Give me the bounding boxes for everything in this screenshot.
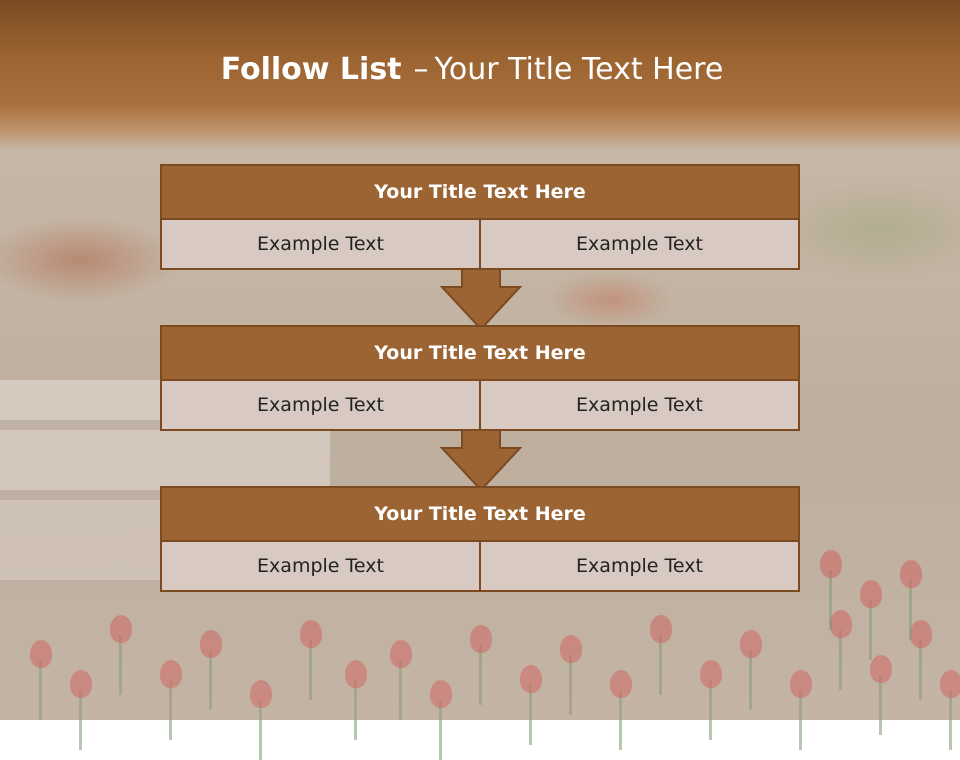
tulip-stem bbox=[709, 680, 712, 740]
tulip-flower bbox=[860, 580, 882, 608]
follow-block-2: Your Title Text Here Example Text Exampl… bbox=[160, 325, 800, 431]
tulip-field-decor bbox=[0, 520, 960, 760]
tulip-flower bbox=[520, 665, 542, 693]
tulip-flower bbox=[160, 660, 182, 688]
tulip-flower bbox=[110, 615, 132, 643]
tulip-stem bbox=[39, 660, 42, 720]
tulip-flower bbox=[820, 550, 842, 578]
block-cell-left: Example Text bbox=[160, 542, 481, 592]
tulip-flower bbox=[200, 630, 222, 658]
tulip-stem bbox=[209, 650, 212, 710]
block-cell-left: Example Text bbox=[160, 220, 481, 270]
follow-block-3: Your Title Text Here Example Text Exampl… bbox=[160, 486, 800, 592]
tulip-stem bbox=[909, 580, 912, 640]
tulip-flower bbox=[300, 620, 322, 648]
tulip-stem bbox=[659, 635, 662, 695]
tulip-stem bbox=[399, 660, 402, 720]
tulip-flower bbox=[470, 625, 492, 653]
tulip-stem bbox=[354, 680, 357, 740]
block-title: Your Title Text Here bbox=[160, 164, 800, 220]
title-bold: Follow List bbox=[220, 52, 402, 87]
down-arrow-icon bbox=[440, 430, 522, 492]
tulip-stem bbox=[169, 680, 172, 740]
block-cell-right: Example Text bbox=[481, 381, 800, 431]
block-row: Example Text Example Text bbox=[160, 542, 800, 592]
tulip-flower bbox=[430, 680, 452, 708]
title-rest: Your Title Text Here bbox=[434, 52, 724, 87]
tulip-flower bbox=[740, 630, 762, 658]
follow-block-1: Your Title Text Here Example Text Exampl… bbox=[160, 164, 800, 270]
tulip-flower bbox=[250, 680, 272, 708]
down-arrow-icon bbox=[440, 269, 522, 331]
tulip-flower bbox=[870, 655, 892, 683]
tulip-flower bbox=[830, 610, 852, 638]
tulip-flower bbox=[70, 670, 92, 698]
block-cell-right: Example Text bbox=[481, 542, 800, 592]
tulip-stem bbox=[829, 570, 832, 630]
block-row: Example Text Example Text bbox=[160, 381, 800, 431]
tulip-flower bbox=[560, 635, 582, 663]
tulip-flower bbox=[610, 670, 632, 698]
header-band bbox=[0, 0, 960, 150]
tulip-stem bbox=[119, 635, 122, 695]
block-title: Your Title Text Here bbox=[160, 325, 800, 381]
tulip-stem bbox=[479, 645, 482, 705]
tulip-stem bbox=[839, 630, 842, 690]
tulip-stem bbox=[919, 640, 922, 700]
tulip-flower bbox=[900, 560, 922, 588]
tulip-flower bbox=[940, 670, 960, 698]
tulip-flower bbox=[910, 620, 932, 648]
tulip-flower bbox=[390, 640, 412, 668]
title-dash: – bbox=[413, 52, 429, 87]
tulip-flower bbox=[345, 660, 367, 688]
tulip-stem bbox=[529, 685, 532, 745]
tulip-flower bbox=[30, 640, 52, 668]
tulip-stem bbox=[749, 650, 752, 710]
tulip-stem bbox=[879, 675, 882, 735]
block-title: Your Title Text Here bbox=[160, 486, 800, 542]
tulip-stem bbox=[569, 655, 572, 715]
slide-title: Follow List–Your Title Text Here bbox=[0, 52, 944, 87]
block-cell-right: Example Text bbox=[481, 220, 800, 270]
tulip-stem bbox=[309, 640, 312, 700]
tulip-stem bbox=[869, 600, 872, 660]
block-cell-left: Example Text bbox=[160, 381, 481, 431]
tulip-flower bbox=[650, 615, 672, 643]
block-row: Example Text Example Text bbox=[160, 220, 800, 270]
tulip-flower bbox=[790, 670, 812, 698]
tulip-flower bbox=[700, 660, 722, 688]
